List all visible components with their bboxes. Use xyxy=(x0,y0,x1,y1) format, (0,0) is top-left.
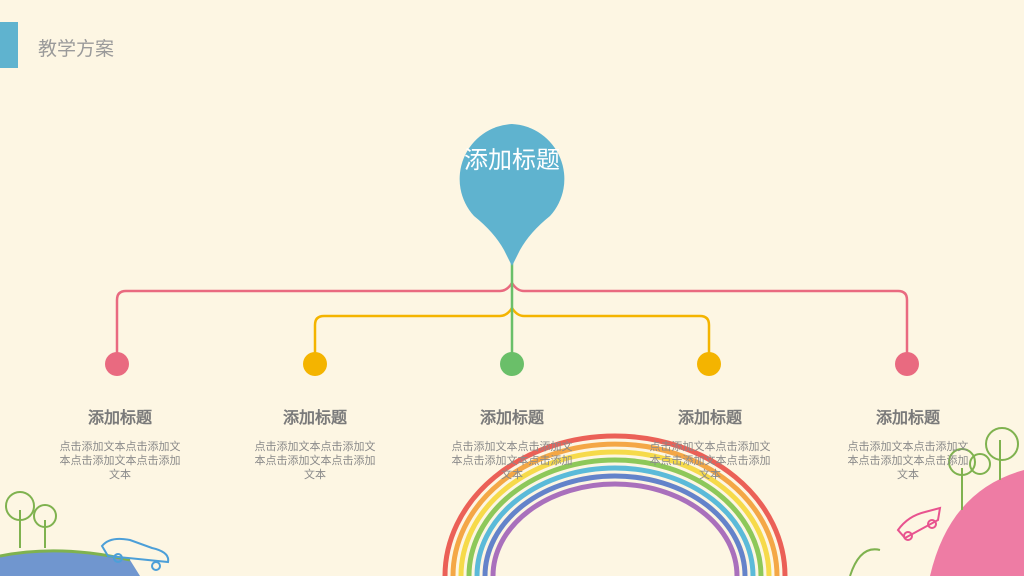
branch-title[interactable]: 添加标题 xyxy=(875,408,940,427)
car-icon xyxy=(100,537,170,571)
branch-dot-1 xyxy=(105,352,129,376)
left-hill-illustration xyxy=(0,491,140,576)
branch-dot-3 xyxy=(500,352,524,376)
branch-text[interactable]: 点击添加文本点击添加文本点击添加文本点击添加文本 xyxy=(59,440,181,481)
branch-item-4: 添加标题 点击添加文本点击添加文本点击添加文本点击添加文本 xyxy=(645,404,775,482)
branch-item-2: 添加标题 点击添加文本点击添加文本点击添加文本点击添加文本 xyxy=(250,404,380,482)
branch-dot-4 xyxy=(697,352,721,376)
branch-text[interactable]: 点击添加文本点击添加文本点击添加文本点击添加文本 xyxy=(649,440,771,481)
branch-text[interactable]: 点击添加文本点击添加文本点击添加文本点击添加文本 xyxy=(847,440,969,481)
center-title[interactable]: 添加标题 xyxy=(464,146,560,174)
header-accent-bar xyxy=(0,22,18,68)
branch-title[interactable]: 添加标题 xyxy=(677,408,742,427)
branch-title[interactable]: 添加标题 xyxy=(479,408,544,427)
branch-item-5: 添加标题 点击添加文本点击添加文本点击添加文本点击添加文本 xyxy=(843,404,973,482)
branch-dot-2 xyxy=(303,352,327,376)
branch-item-1: 添加标题 点击添加文本点击添加文本点击添加文本点击添加文本 xyxy=(55,404,185,482)
branch-text[interactable]: 点击添加文本点击添加文本点击添加文本点击添加文本 xyxy=(254,440,376,481)
rainbow-illustration xyxy=(442,433,788,576)
branch-title[interactable]: 添加标题 xyxy=(87,408,152,427)
branch-item-3: 添加标题 点击添加文本点击添加文本点击添加文本点击添加文本 xyxy=(447,404,577,482)
branch-title[interactable]: 添加标题 xyxy=(282,408,347,427)
center-balloon xyxy=(459,124,565,266)
right-hill-illustration xyxy=(849,427,1024,576)
branch-dot-5 xyxy=(895,352,919,376)
branch-text[interactable]: 点击添加文本点击添加文本点击添加文本点击添加文本 xyxy=(451,440,573,481)
page-title: 教学方案 xyxy=(38,38,115,60)
car-icon-2 xyxy=(896,506,942,541)
